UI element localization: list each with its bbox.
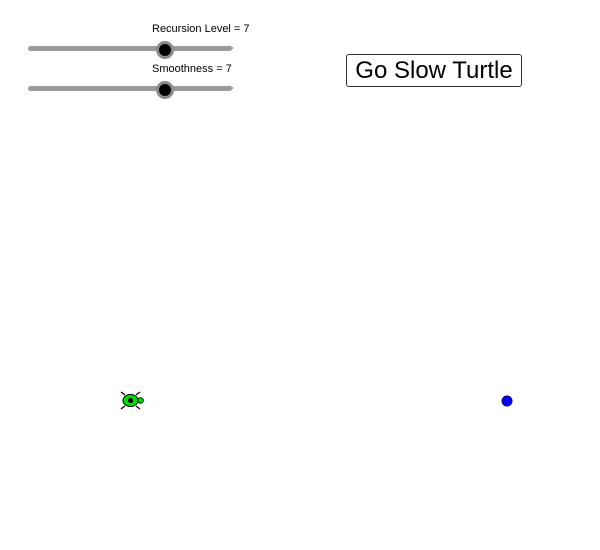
recursion-level-thumb[interactable]	[156, 41, 174, 59]
recursion-level-label: Recursion Level = 7	[152, 23, 250, 35]
endpoint-point-icon[interactable]	[501, 395, 513, 407]
turtle-icon[interactable]	[120, 391, 144, 410]
smoothness-label: Smoothness = 7	[152, 63, 232, 75]
smoothness-track[interactable]	[28, 85, 234, 91]
smoothness-thumb[interactable]	[156, 81, 174, 99]
go-slow-turtle-button[interactable]: Go Slow Turtle	[346, 54, 522, 87]
recursion-level-track[interactable]	[28, 45, 234, 51]
